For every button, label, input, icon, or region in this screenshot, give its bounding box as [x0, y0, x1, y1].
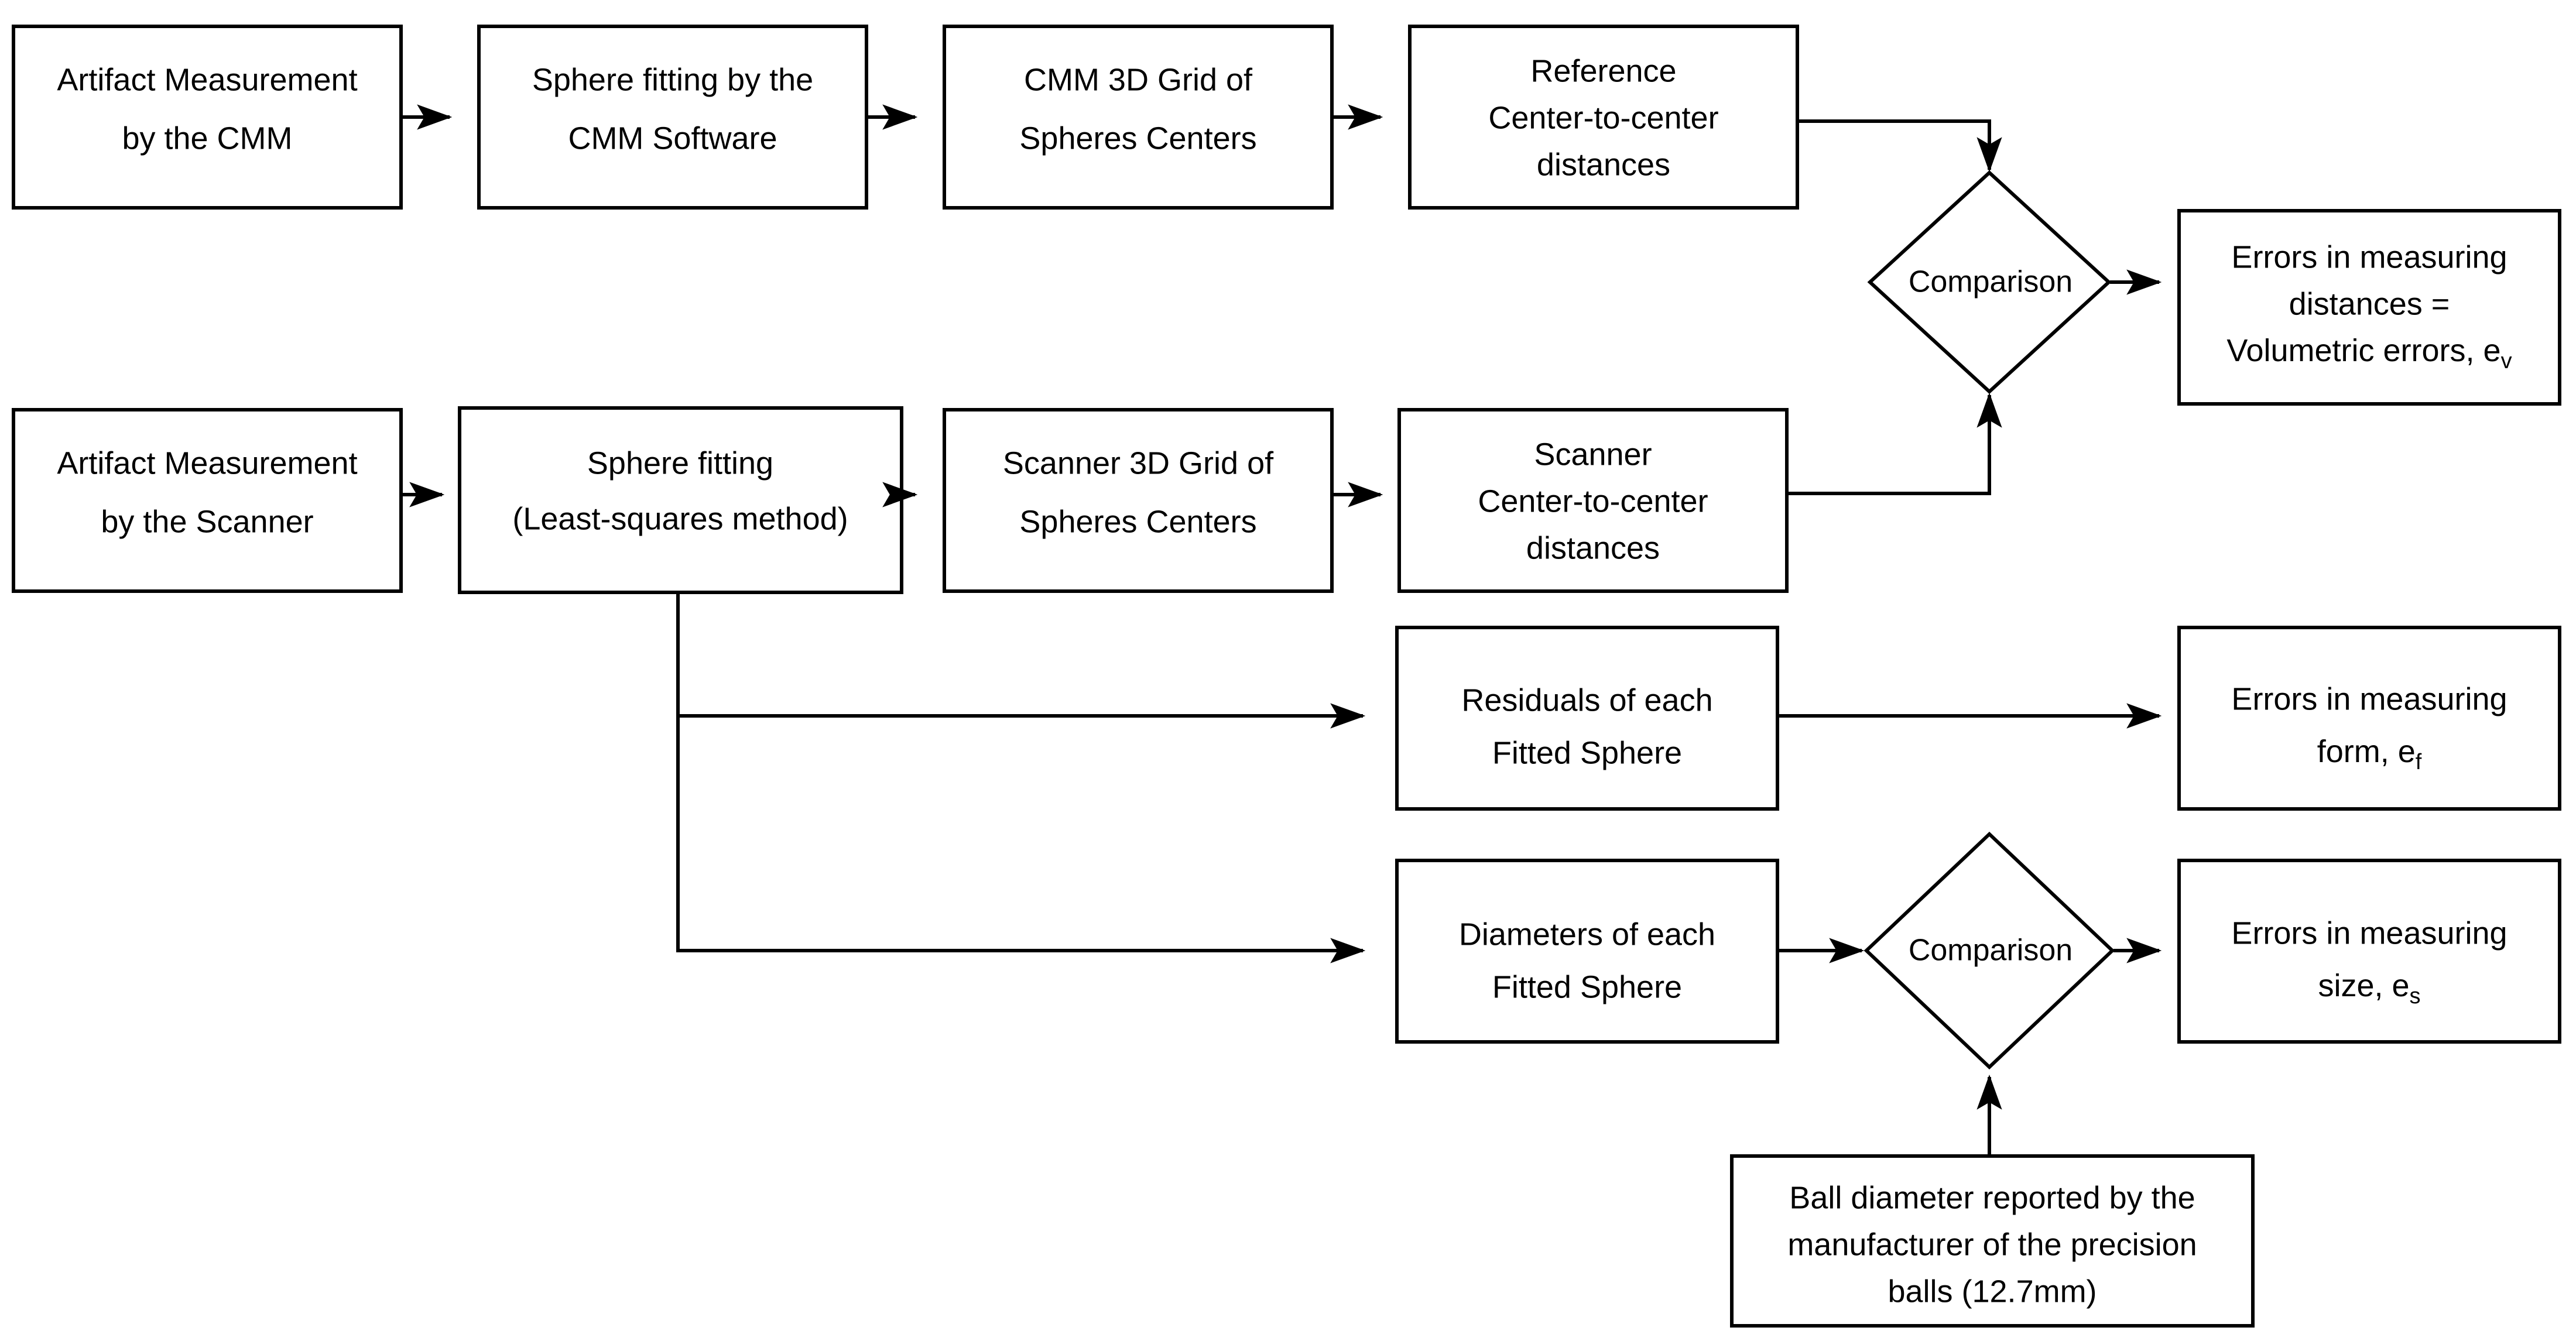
node-diameters-line-2: Fitted Sphere [1492, 969, 1682, 1004]
node-volumetric-errors-line-2: distances = [2289, 286, 2450, 321]
node-scanner-distances-line-2: Center-to-center [1478, 483, 1708, 519]
node-scanner-sphere-fitting-line-1: Sphere fitting [587, 445, 773, 481]
node-reference-distances[interactable] [1408, 25, 1799, 210]
node-comparison-distances[interactable] [1867, 170, 2112, 395]
node-cmm-sphere-fitting-line-2: CMM Software [568, 121, 777, 156]
node-scanner-distances-line-1: Scanner [1534, 437, 1652, 472]
node-size-errors-line-1: Errors in measuring [2231, 915, 2507, 951]
node-reference-distances-line-2: Center-to-center [1488, 100, 1718, 135]
node-scanner-measurement-line-2: by the Scanner [101, 504, 313, 539]
node-cmm-sphere-fitting-line-1: Sphere fitting by the [532, 62, 813, 97]
node-scanner-grid[interactable] [943, 408, 1334, 593]
node-volumetric-errors-subscript: v [2501, 349, 2512, 373]
edge-sphere-fitting-to-residuals [676, 594, 1366, 729]
node-form-errors[interactable] [2177, 626, 2561, 811]
node-ball-diameter-line-1: Ball diameter reported by the [1789, 1180, 2195, 1215]
node-volumetric-errors-line-3: Volumetric errors, ev [2226, 333, 2512, 373]
node-scanner-sphere-fitting[interactable] [458, 406, 903, 594]
node-size-errors-line-2-text: size, e [2318, 968, 2409, 1003]
node-comparison-size[interactable] [1864, 831, 2115, 1070]
node-cmm-grid[interactable] [943, 25, 1334, 210]
node-scanner-grid-line-1: Scanner 3D Grid of [1003, 445, 1274, 481]
node-size-errors-subscript: s [2410, 984, 2421, 1009]
node-cmm-sphere-fitting[interactable] [477, 25, 868, 210]
node-form-errors-line-1: Errors in measuring [2231, 681, 2507, 716]
edge-reference-distances-to-comparison [1799, 119, 2002, 173]
node-reference-distances-line-3: distances [1537, 147, 1670, 182]
node-volumetric-errors[interactable] [2177, 209, 2561, 406]
node-scanner-grid-line-2: Spheres Centers [1019, 504, 1256, 539]
node-comparison-distances-label: Comparison [1909, 265, 2073, 299]
node-scanner-sphere-fitting-line-2: (Least-squares method) [512, 501, 848, 536]
node-ball-diameter-line-2: manufacturer of the precision [1787, 1227, 2197, 1262]
node-size-errors[interactable] [2177, 859, 2561, 1044]
node-residuals-line-1: Residuals of each [1461, 682, 1712, 718]
node-scanner-distances[interactable] [1397, 408, 1789, 593]
node-residuals-line-2: Fitted Sphere [1492, 735, 1682, 770]
node-cmm-measurement[interactable] [12, 25, 403, 210]
node-volumetric-errors-line-3-text: Volumetric errors, e [2226, 333, 2500, 368]
node-reference-distances-line-1: Reference [1530, 53, 1676, 88]
node-cmm-measurement-line-1: Artifact Measurement [57, 62, 357, 97]
node-ball-diameter[interactable] [1730, 1154, 2255, 1328]
node-volumetric-errors-line-1: Errors in measuring [2231, 239, 2507, 275]
edge-scanner-distances-to-comparison [1789, 392, 2002, 495]
node-cmm-grid-line-2: Spheres Centers [1019, 121, 1256, 156]
node-scanner-distances-line-3: distances [1526, 530, 1660, 565]
node-form-errors-subscript: f [2416, 750, 2422, 774]
node-cmm-measurement-line-2: by the CMM [122, 121, 292, 156]
node-cmm-grid-line-1: CMM 3D Grid of [1024, 62, 1253, 97]
edge-sphere-fitting-to-diameters [676, 716, 1366, 963]
node-diameters[interactable] [1395, 859, 1779, 1044]
node-size-errors-line-2: size, es [2318, 968, 2420, 1009]
node-diameters-line-1: Diameters of each [1459, 917, 1715, 952]
node-scanner-measurement-line-1: Artifact Measurement [57, 445, 357, 481]
node-form-errors-line-2: form, ef [2317, 734, 2422, 774]
node-form-errors-line-2-text: form, e [2317, 734, 2416, 769]
node-comparison-size-label: Comparison [1909, 934, 2073, 968]
node-residuals[interactable] [1395, 626, 1779, 811]
node-scanner-measurement[interactable] [12, 408, 403, 593]
node-ball-diameter-line-3: balls (12.7mm) [1888, 1274, 2097, 1309]
